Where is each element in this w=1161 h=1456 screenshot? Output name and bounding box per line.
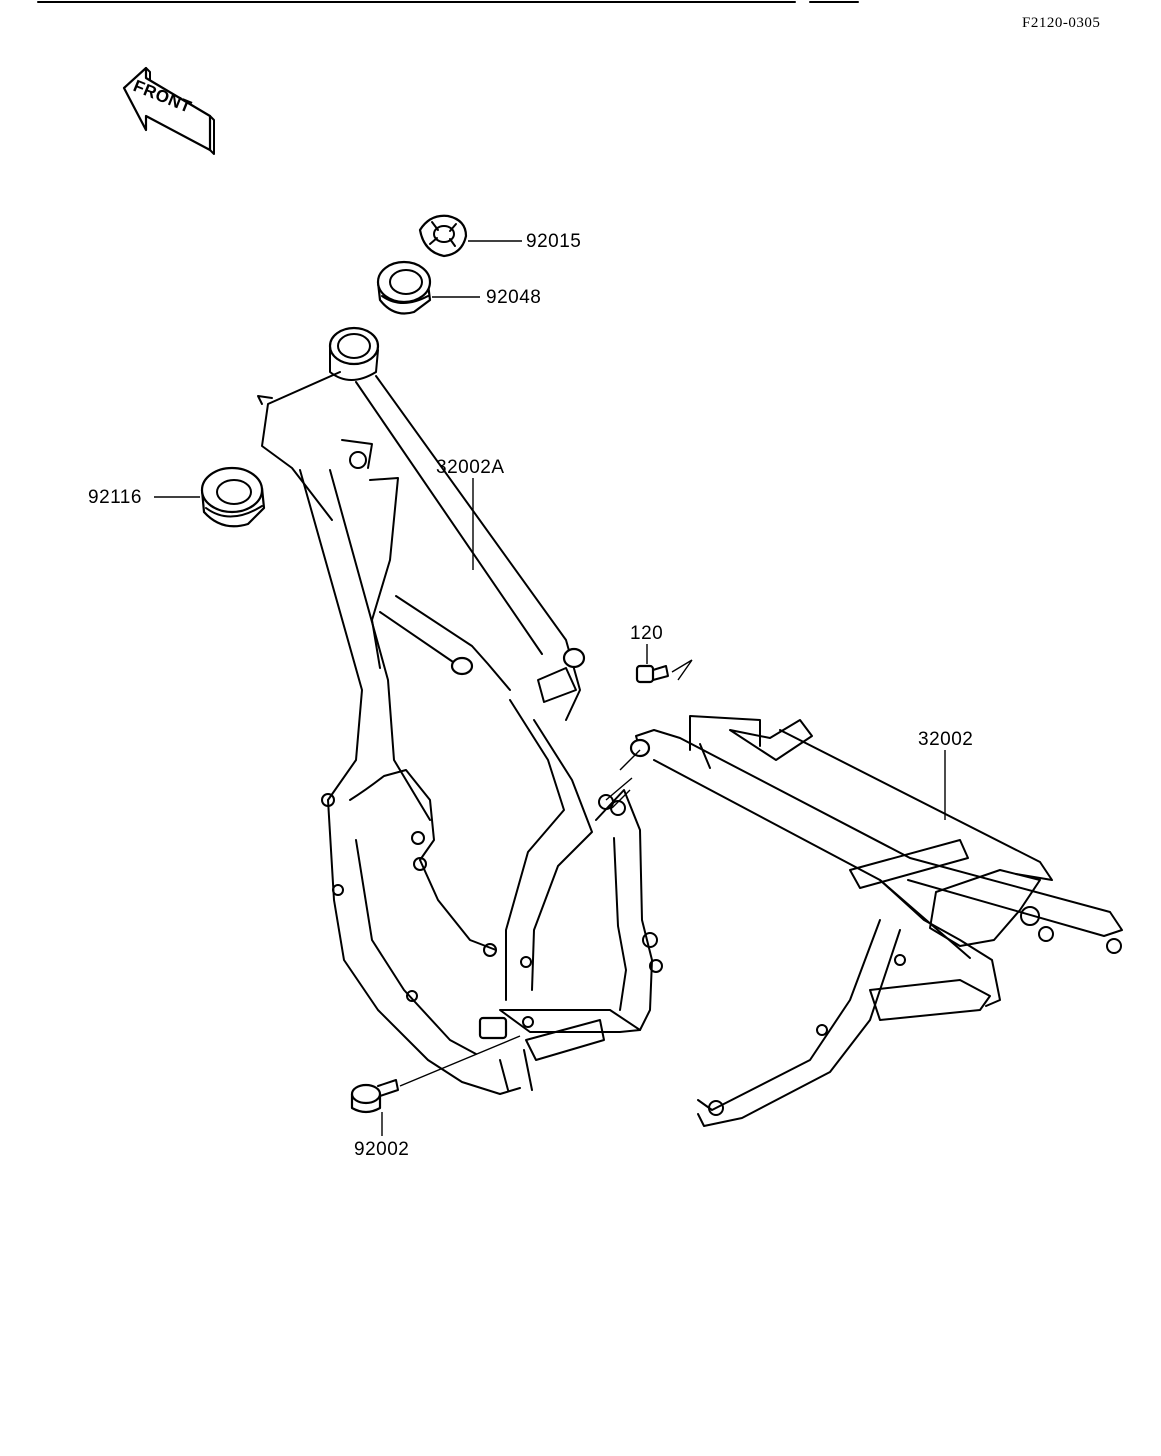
- sheet-code: F2120-0305: [1022, 15, 1101, 31]
- front-arrow-icon: [122, 66, 215, 155]
- part-92015-nut-icon: [418, 214, 468, 258]
- part-number-92116: 92116: [88, 487, 142, 508]
- part-number-32002: 32002: [918, 729, 974, 750]
- part-92116-bearing-icon: [200, 466, 266, 528]
- leader-92002-arrow: [399, 1035, 521, 1087]
- part-number-92048: 92048: [486, 287, 542, 308]
- part-120-bolt-icon: [635, 659, 693, 684]
- part-number-92002: 92002: [354, 1139, 410, 1160]
- part-92002-bolt-icon: [350, 1079, 399, 1114]
- part-32002A-main-frame-icon: [257, 326, 663, 1095]
- part-number-120: 120: [630, 623, 664, 644]
- part-92048-seal-icon: [376, 260, 432, 315]
- part-number-32002A: 32002A: [436, 457, 505, 478]
- part-number-92015: 92015: [526, 231, 582, 252]
- part-32002-rear-frame-icon: [605, 715, 1123, 1127]
